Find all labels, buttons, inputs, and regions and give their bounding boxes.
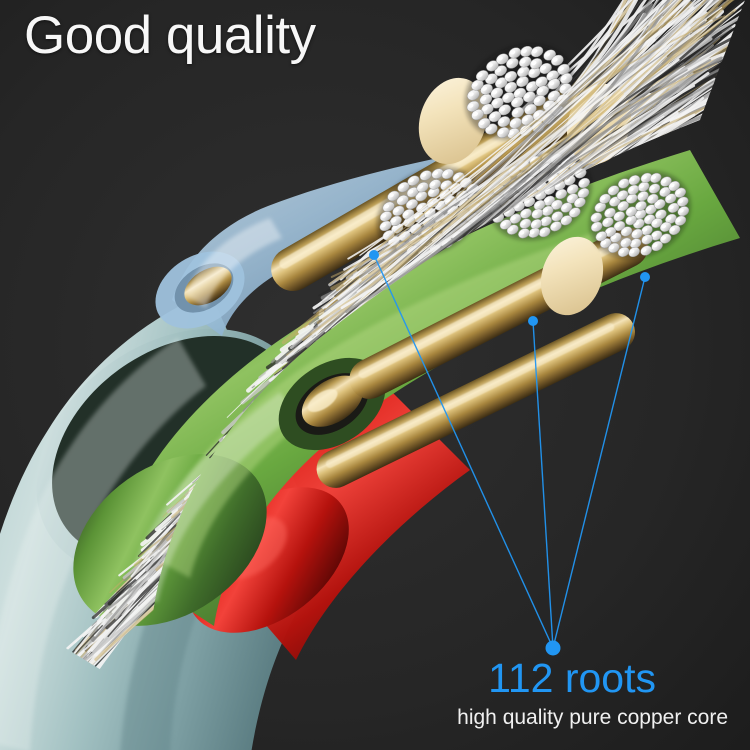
callout-leader-lines [369,250,650,656]
strand-count-caption: high quality pure copper core [457,706,728,729]
page-title: Good quality [24,6,316,65]
strand-count-label: 112 roots [488,655,656,701]
